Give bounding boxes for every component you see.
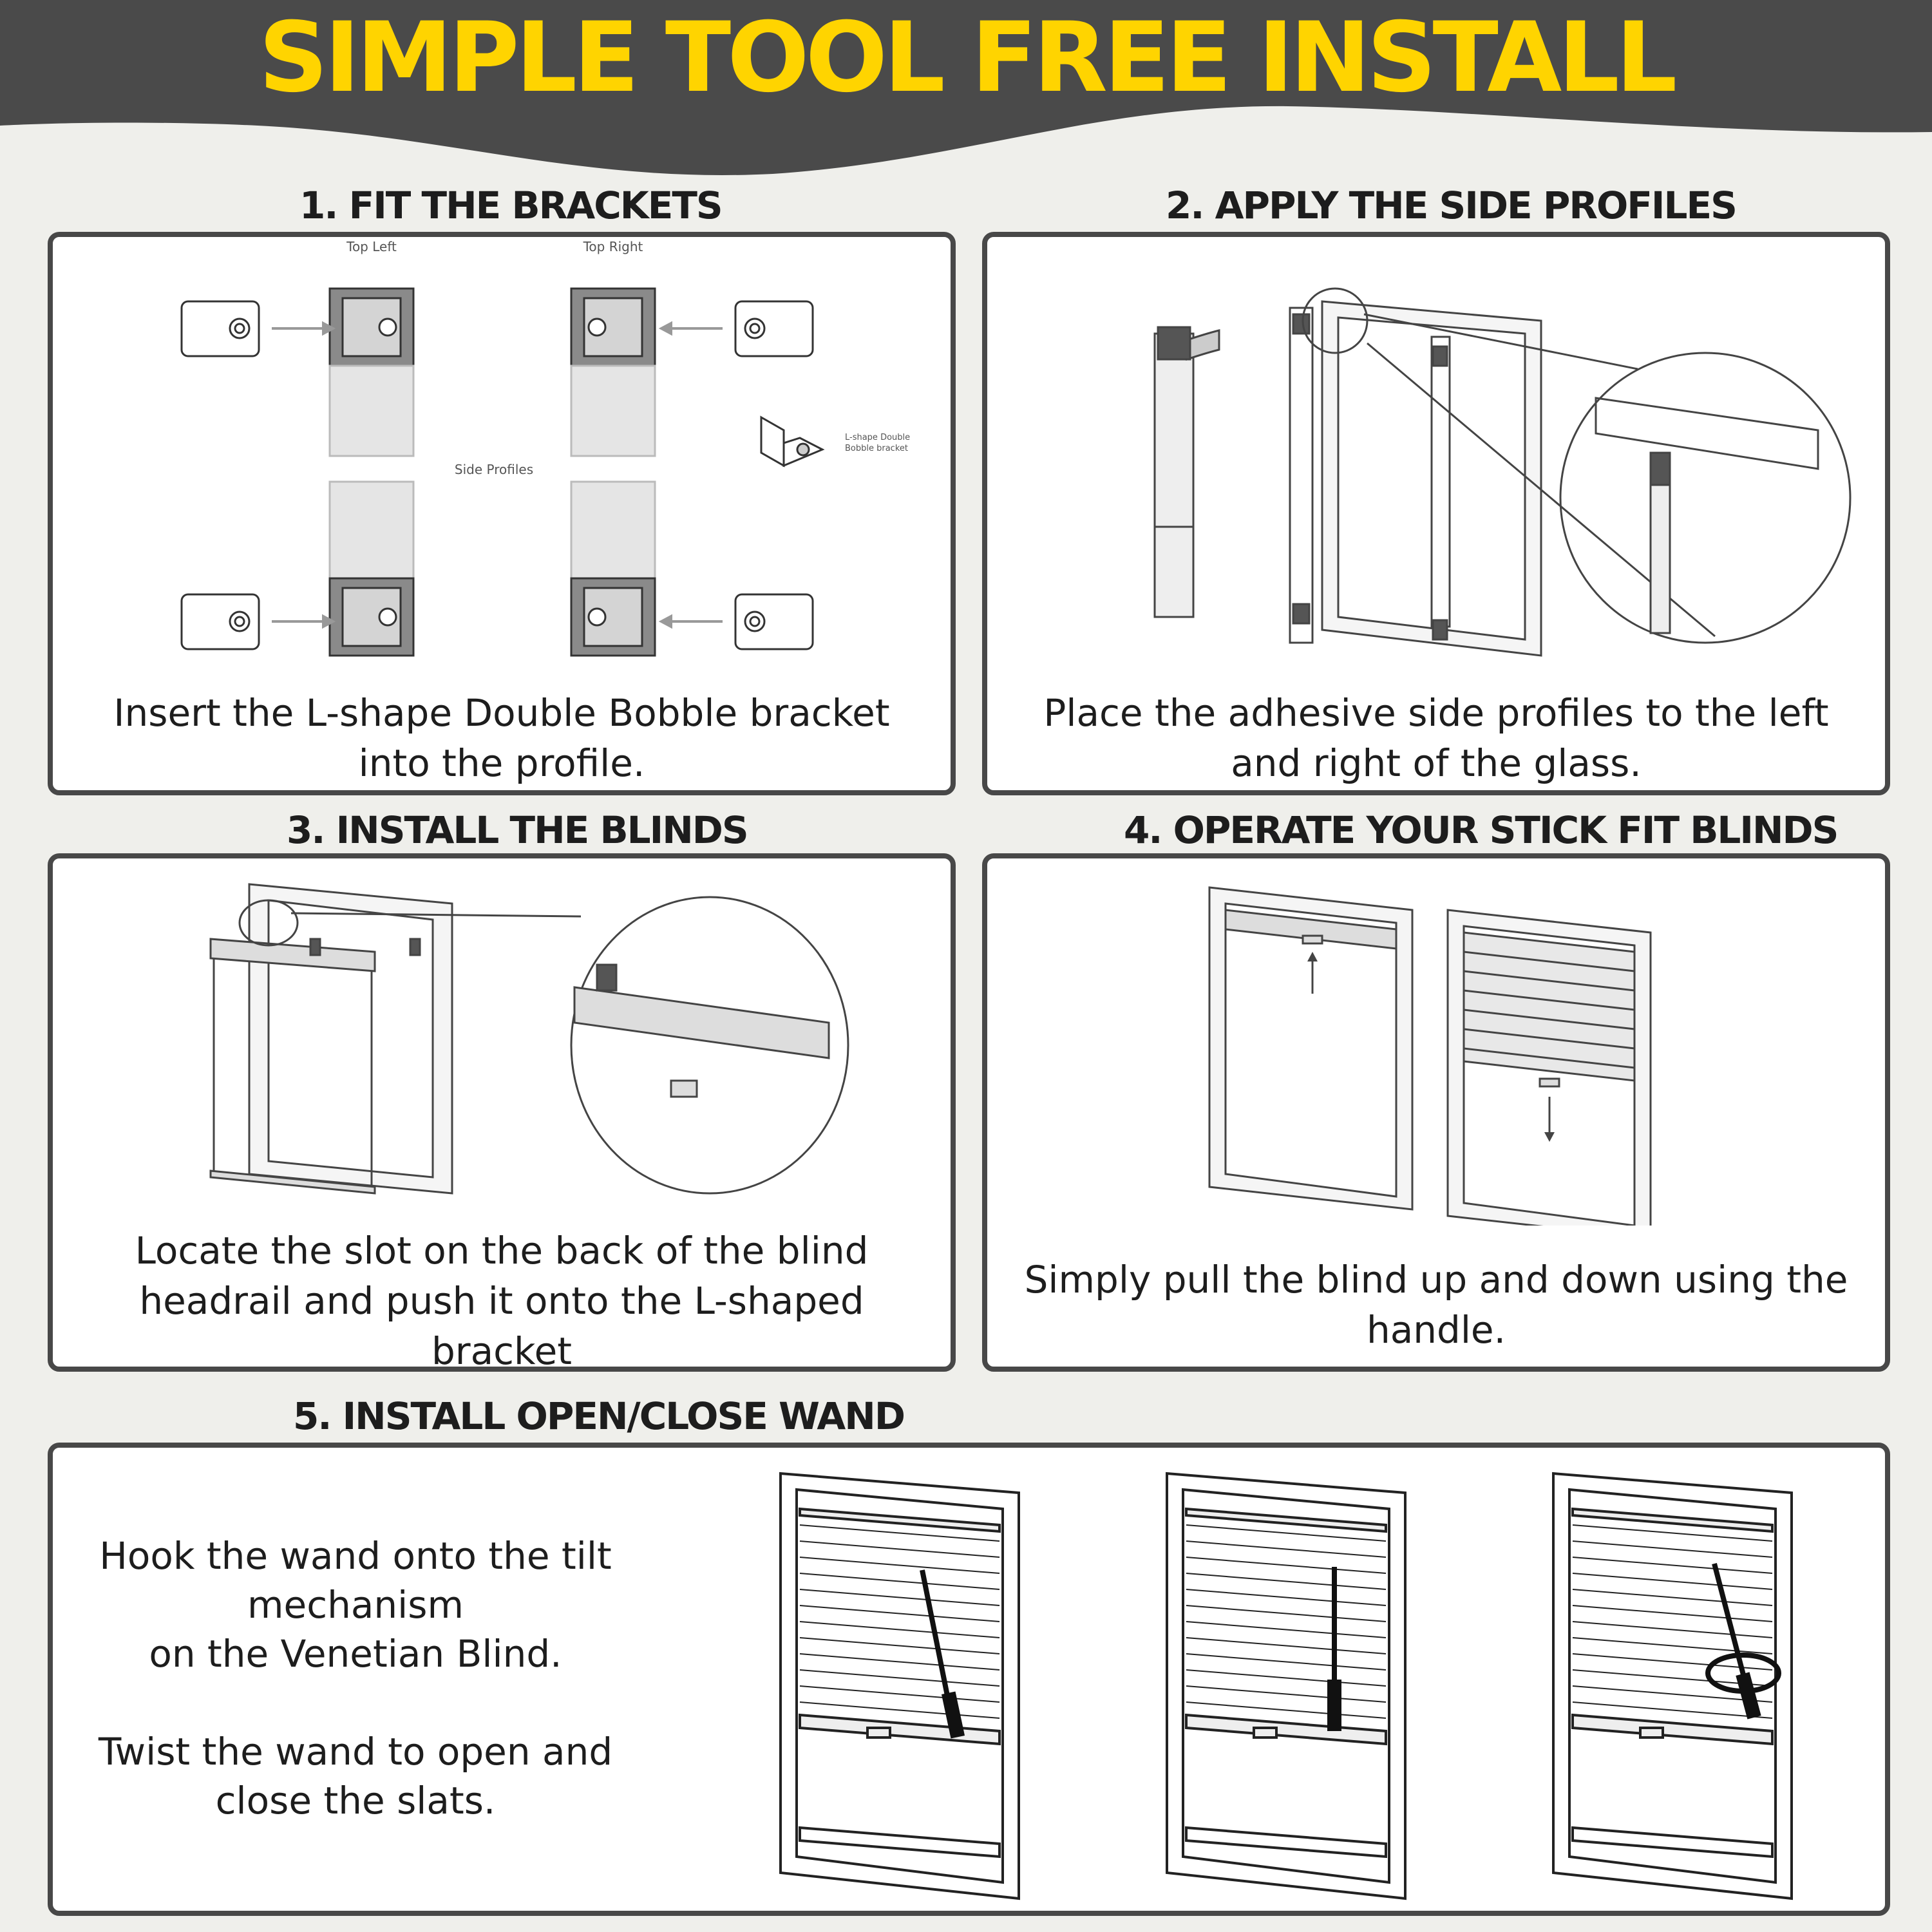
step-3-heading: 3. INSTALL THE BLINDS [287,808,749,852]
label-bracket-line-1: L-shape Double [845,433,910,442]
label-side-profiles: Side Profiles [455,462,533,477]
label-top-right: Top Right [583,239,643,254]
step-5-text-2: on the Venetian Blind. [149,1632,562,1676]
operate-blinds-diagram [1208,886,1652,1226]
step-3-caption: Locate the slot on the back of the blind… [135,1229,869,1372]
step-5-heading: 5. INSTALL OPEN/CLOSE WAND [293,1394,905,1438]
step-5-instructions: Hook the wand onto the tilt mechanism on… [91,1531,620,1825]
step-2-heading: 2. APPLY THE SIDE PROFILES [1166,184,1738,227]
page-title: SIMPLE TOOL FREE INSTALL [258,2,1678,114]
step-4-caption: Simply pull the blind up and down using … [1024,1258,1848,1352]
step-4-panel: Simply pull the blind up and down using … [982,853,1890,1372]
install-blinds-diagram [209,883,849,1195]
step-1-panel: Top Left Top Right Side Profiles L-shape… [48,232,956,795]
venetian-wand-diagram [779,1472,1793,1900]
label-top-left: Top Left [346,239,397,254]
side-profile-diagram [1153,287,1852,657]
bracket-profile-diagram: Top Left Top Right Side Profiles L-shape… [180,239,910,657]
step-1-caption: Insert the L-shape Double Bobble bracket… [113,691,890,785]
step-5-text-3: Twist the wand to open and close the sla… [98,1730,613,1823]
label-bracket-line-2: Bobble bracket [845,444,908,453]
step-5-text-1: Hook the wand onto the tilt mechanism [99,1534,612,1627]
step-5-panel: Hook the wand onto the tilt mechanism on… [48,1443,1890,1916]
step-2-caption: Place the adhesive side profiles to the … [1043,691,1829,785]
step-3-panel: Locate the slot on the back of the blind… [48,853,956,1372]
step-1-heading: 1. FIT THE BRACKETS [299,184,723,227]
header-banner [0,0,1932,175]
step-4-heading: 4. OPERATE YOUR STICK FIT BLINDS [1124,808,1839,852]
step-2-panel: Place the adhesive side profiles to the … [982,232,1890,795]
